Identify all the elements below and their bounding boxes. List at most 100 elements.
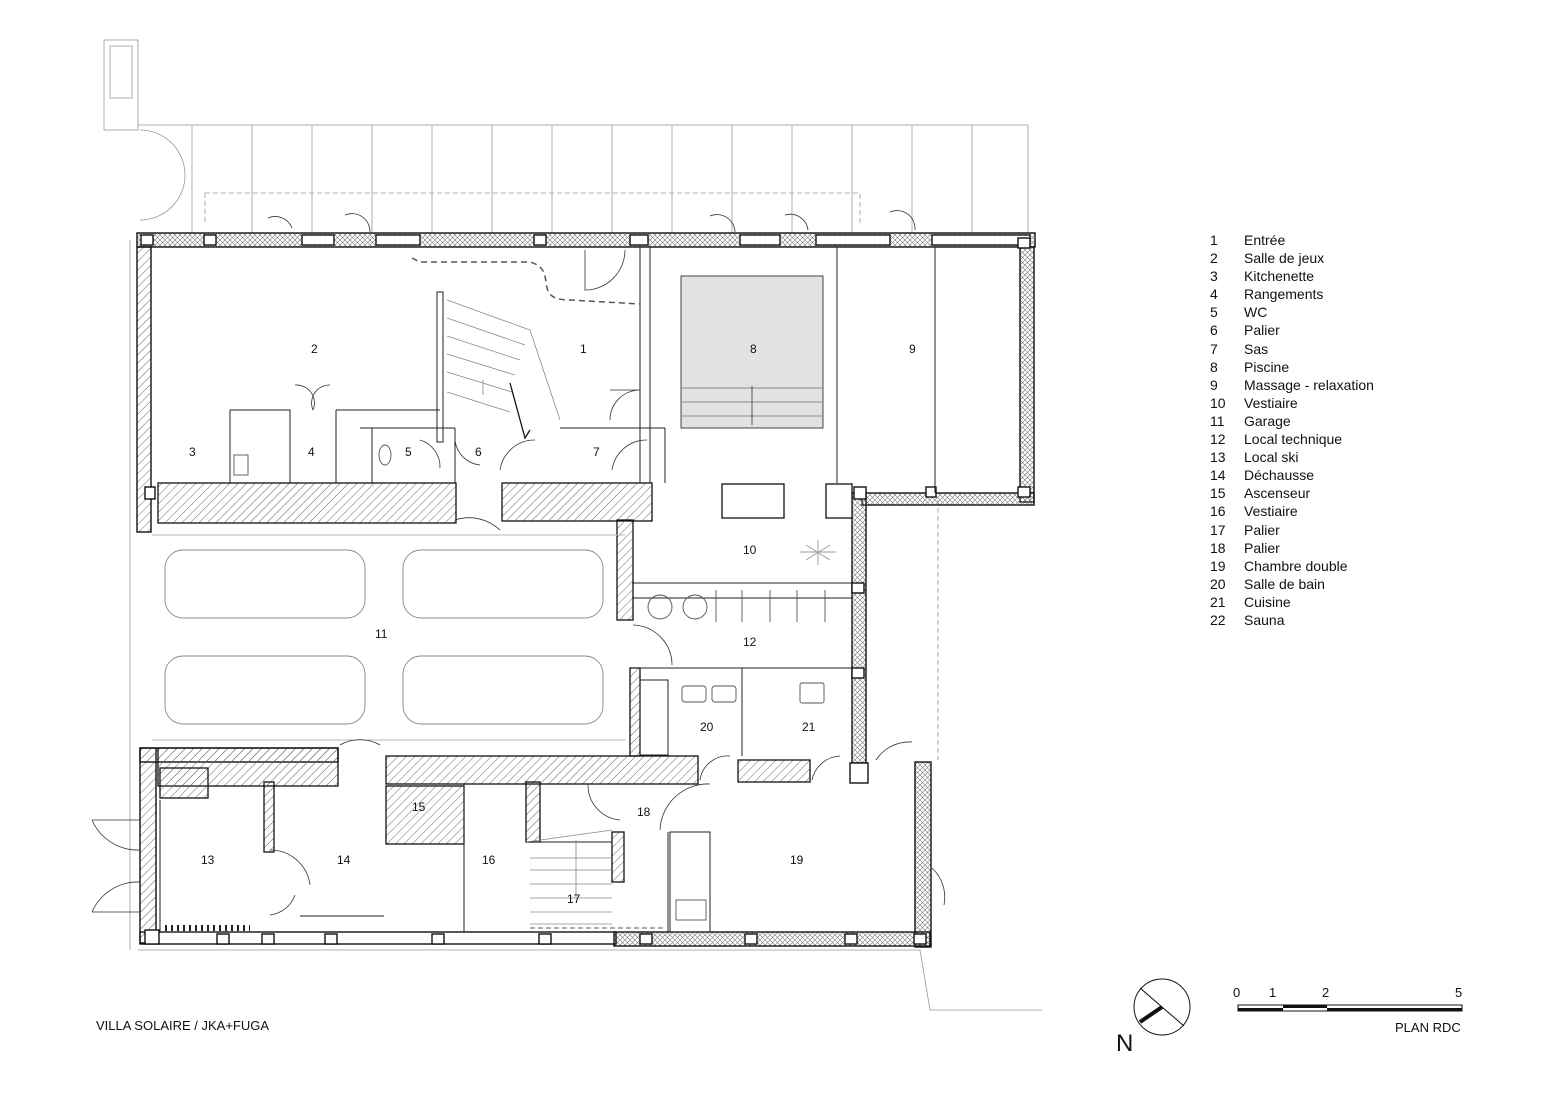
- room-numbers: 1 2 3 4 5 6 7 8 9 10 11 12 13 14 15 16 1…: [189, 342, 916, 906]
- legend-number: 2: [1210, 250, 1218, 267]
- site-boundary: [138, 949, 1042, 1011]
- scale-label: 0: [1233, 985, 1241, 1000]
- room-number: 4: [308, 445, 315, 459]
- legend-label: Palier: [1244, 521, 1280, 538]
- room-number: 6: [475, 445, 482, 459]
- scale-label: 2: [1322, 985, 1330, 1000]
- legend-label: Vestiaire: [1244, 503, 1298, 520]
- legend-label: Entrée: [1244, 232, 1286, 248]
- legend-number: 15: [1210, 485, 1226, 502]
- legend-label: Piscine: [1244, 358, 1290, 375]
- room-number: 15: [412, 800, 426, 814]
- legend-item: 16 Vestiaire: [1210, 502, 1470, 520]
- legend-label: Salle de bain: [1244, 575, 1325, 592]
- legend-number: 21: [1210, 593, 1226, 610]
- room-number: 10: [743, 543, 757, 557]
- partitions: [159, 247, 936, 933]
- legend-item: 15 Ascenseur: [1210, 484, 1470, 502]
- legend-number: 18: [1210, 539, 1226, 556]
- legend-label: Kitchenette: [1244, 268, 1315, 285]
- legend-item: 20 Salle de bain: [1210, 575, 1470, 593]
- legend-number: 1: [1210, 232, 1218, 248]
- room-number: 11: [375, 627, 388, 641]
- room-number: 8: [750, 342, 757, 356]
- scale-bar: [1237, 1004, 1463, 1012]
- scale-label: 1: [1269, 985, 1277, 1000]
- scale-label: 5: [1455, 985, 1463, 1000]
- legend-number: 4: [1210, 286, 1218, 303]
- legend-label: Palier: [1244, 539, 1280, 556]
- north-arrow: [1133, 978, 1191, 1036]
- legend-number: 20: [1210, 575, 1226, 592]
- legend-item: 17 Palier: [1210, 521, 1470, 539]
- plan-caption: PLAN RDC: [1395, 1020, 1461, 1035]
- legend-item: 5 WC: [1210, 303, 1470, 321]
- legend-number: 5: [1210, 304, 1218, 321]
- room-number: 18: [637, 805, 651, 819]
- room-number: 19: [790, 853, 804, 867]
- legend-label: Chambre double: [1244, 557, 1348, 574]
- legend-label: Palier: [1244, 322, 1280, 339]
- legend-label: Sauna: [1244, 611, 1285, 628]
- legend-label: Massage - relaxation: [1244, 376, 1374, 393]
- legend-item: 19 Chambre double: [1210, 557, 1470, 575]
- legend-number: 22: [1210, 611, 1226, 628]
- legend-label: Ascenseur: [1244, 485, 1311, 502]
- legend-label: Déchausse: [1244, 467, 1315, 484]
- room-number: 17: [567, 892, 581, 906]
- legend-label: Salle de jeux: [1244, 250, 1325, 267]
- legend-item: 8 Piscine: [1210, 358, 1470, 376]
- room-number: 3: [189, 445, 196, 459]
- legend-item: 18 Palier: [1210, 539, 1470, 557]
- legend-number: 7: [1210, 340, 1218, 357]
- legend-number: 6: [1210, 322, 1218, 339]
- legend-item: 11 Garage: [1210, 412, 1470, 430]
- north-label: N: [1116, 1030, 1134, 1057]
- legend-number: 3: [1210, 268, 1218, 285]
- room-number: 1: [580, 342, 587, 356]
- legend-number: 17: [1210, 521, 1226, 538]
- pillars: [140, 234, 1031, 945]
- legend-item: 3 Kitchenette: [1210, 267, 1470, 285]
- entry-path: [411, 257, 641, 305]
- legend-number: 10: [1210, 394, 1226, 411]
- legend-item: 6 Palier: [1210, 321, 1470, 339]
- legend-label: Vestiaire: [1244, 394, 1298, 411]
- legend-label: Local technique: [1244, 431, 1343, 448]
- room-number: 12: [743, 635, 757, 649]
- legend-number: 9: [1210, 376, 1218, 393]
- room-number: 5: [405, 445, 412, 459]
- garage-cars: [152, 534, 625, 741]
- legend-item: 2 Salle de jeux: [1210, 249, 1470, 267]
- legend-number: 12: [1210, 431, 1226, 448]
- pool: [680, 275, 824, 429]
- legend-number: 14: [1210, 467, 1226, 484]
- legend-number: 11: [1210, 412, 1225, 429]
- room-number: 20: [700, 720, 714, 734]
- legend-label: Garage: [1244, 412, 1291, 429]
- legend-item: 10 Vestiaire: [1210, 394, 1470, 412]
- room-number: 7: [593, 445, 600, 459]
- room-number: 13: [201, 853, 215, 867]
- legend-label: WC: [1244, 304, 1268, 321]
- room-number: 2: [311, 342, 318, 356]
- legend-item: 12 Local technique: [1210, 430, 1470, 448]
- legend-number: 19: [1210, 557, 1226, 574]
- legend-label: Local ski: [1244, 449, 1299, 466]
- legend-item: 1 Entrée: [1210, 231, 1470, 249]
- room-number: 9: [909, 342, 916, 356]
- fixtures: [165, 444, 853, 931]
- legend-item: 21 Cuisine: [1210, 593, 1470, 611]
- legend-number: 8: [1210, 358, 1218, 375]
- legend-item: 9 Massage - relaxation: [1210, 376, 1470, 394]
- door-swings: [91, 210, 946, 916]
- room-number: 16: [482, 853, 496, 867]
- legend-number: 16: [1210, 503, 1226, 520]
- staircases: [446, 299, 664, 929]
- room-number: 14: [337, 853, 351, 867]
- legend-label: Cuisine: [1244, 593, 1291, 610]
- exterior-terrace: [103, 39, 1029, 950]
